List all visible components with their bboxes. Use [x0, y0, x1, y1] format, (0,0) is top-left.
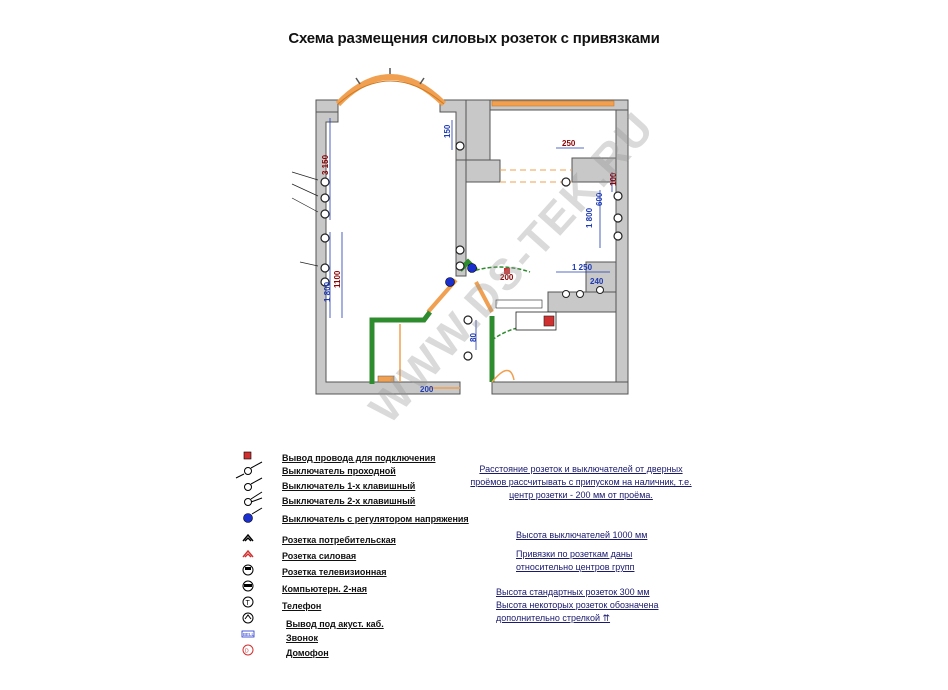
- output-wire-marker: [504, 268, 510, 274]
- legend-item-computer-socket: Компьютерн. 2-ная: [282, 584, 368, 594]
- dim-label: 1 250: [572, 263, 593, 272]
- legend-item-output-wire: Вывод провода для подключения: [282, 453, 436, 463]
- dimension-lines: [329, 118, 613, 350]
- outlet-box: [377, 375, 395, 383]
- legend-item-intercom: Домофон: [286, 648, 329, 658]
- note-socket-height: Высота стандартных розеток 300 мм Высота…: [496, 586, 658, 625]
- output-wire-icon: [243, 451, 252, 460]
- note-line: Высота стандартных розеток 300 мм: [496, 587, 650, 597]
- bell-icon: BELL: [241, 630, 255, 638]
- dim-label: 200: [500, 273, 514, 282]
- svg-text:D: D: [245, 649, 249, 655]
- legend-item-power-socket: Розетка силовая: [282, 551, 357, 561]
- tv-socket-icon: [242, 564, 254, 576]
- switch-2-icon: [244, 491, 263, 506]
- note-line: Расстояние розеток и выключателей от две…: [479, 464, 683, 474]
- legend-item-bell: Звонок: [286, 633, 318, 643]
- dimmer-switch-icon: [243, 507, 263, 523]
- legend-item-audio-output: Вывод под акуст. каб.: [286, 619, 384, 629]
- svg-text:BELL: BELL: [243, 632, 255, 637]
- dim-label: 80: [469, 333, 478, 342]
- note-socket-references: Привязки по розеткам даны относительно ц…: [516, 548, 634, 574]
- right-wall-sockets: [561, 177, 623, 241]
- legend-item-pass-switch: Выключатель проходной: [282, 466, 396, 476]
- audio-output-icon: [242, 612, 254, 624]
- dim-label: 3 150: [321, 154, 330, 175]
- note-line: центр розетки - 200 мм от проёма.: [509, 490, 653, 500]
- dim-label: 240: [590, 277, 604, 286]
- note-line: Высота некоторых розеток обозначена: [496, 600, 659, 610]
- phone-icon: T: [242, 596, 254, 608]
- note-line: дополнительно стрелкой ⇈: [496, 613, 611, 623]
- bay-window: [335, 68, 447, 107]
- dimension-texts: 3 150 150 250 100 1 800 600 1100 1 800 1…: [321, 124, 618, 394]
- note-door-distance: Расстояние розеток и выключателей от две…: [456, 463, 706, 502]
- dim-label: 1100: [333, 270, 342, 288]
- svg-text:T: T: [246, 600, 251, 607]
- legend-item-phone: Телефон: [282, 601, 322, 611]
- legend-item-dimmer-switch: Выключатель с регулятором напряжения: [282, 514, 469, 524]
- legend-icons: T BELL D: [235, 451, 263, 656]
- left-wall-sockets: [320, 177, 330, 287]
- legend-item-tv-socket: Розетка телевизионная: [282, 567, 387, 577]
- legend-item-consumer-socket: Розетка потребительская: [282, 535, 396, 545]
- dim-label: 150: [443, 124, 452, 138]
- partition-devices: [455, 141, 473, 361]
- dim-label: 1 800: [323, 281, 332, 302]
- computer-socket-icon: [242, 580, 254, 592]
- kitchen-cluster: [495, 286, 604, 331]
- switch-1-icon: [244, 477, 263, 491]
- page-title: Схема размещения силовых розеток с привя…: [288, 30, 660, 47]
- doors: [399, 324, 515, 389]
- power-socket-icon: [242, 549, 254, 558]
- legend-item-switch-2: Выключатель 2-х клавишный: [282, 496, 416, 506]
- pass-switch-icon: [235, 461, 263, 479]
- note-line: относительно центров групп: [516, 562, 635, 572]
- intercom-icon: D: [242, 644, 254, 656]
- note-switch-height: Высота выключателей 1000 мм: [516, 530, 648, 540]
- dim-label: 1 800: [585, 207, 594, 228]
- note-line: Привязки по розеткам даны: [516, 549, 633, 559]
- window-right-room: [491, 100, 615, 107]
- left-socket-labels: [291, 171, 319, 267]
- dimmer-switch-marker-2: [467, 263, 477, 273]
- dim-label: 100: [609, 172, 618, 186]
- dimmer-switch-marker: [445, 277, 455, 287]
- consumer-socket-icon: [242, 533, 254, 542]
- dim-label: 200: [420, 385, 434, 394]
- note-line: проёмов рассчитывать с припуском на нали…: [470, 477, 692, 487]
- legend-item-switch-1: Выключатель 1-х клавишный: [282, 481, 416, 491]
- dim-label: 600: [595, 192, 604, 206]
- dim-label: 250: [562, 139, 576, 148]
